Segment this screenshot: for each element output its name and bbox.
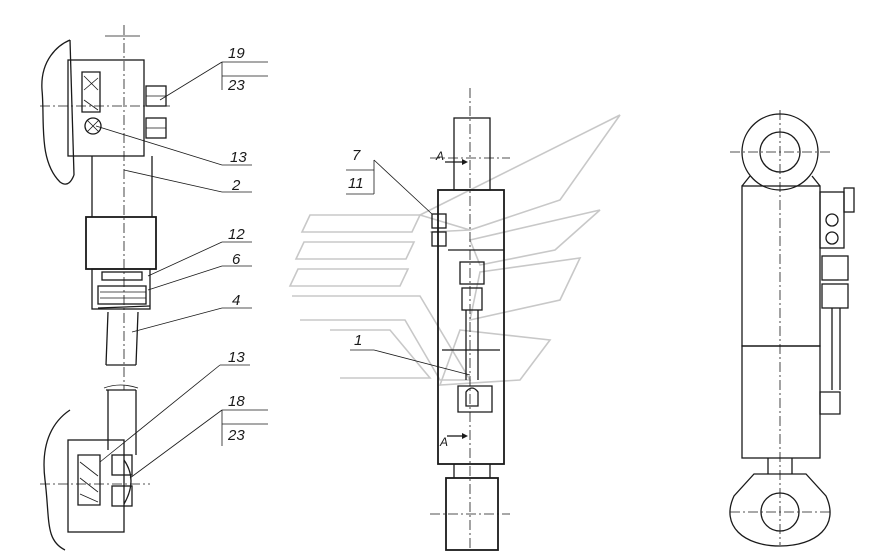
callout-2: 2 — [231, 177, 241, 194]
middle-view — [430, 88, 510, 551]
lower-cylinder — [741, 345, 821, 459]
left-leaders — [95, 61, 268, 479]
watermark-logo-icon — [288, 114, 621, 386]
right-view — [729, 110, 855, 547]
middle-leaders — [346, 159, 471, 376]
callout-12: 12 — [228, 226, 245, 243]
callout-4: 4 — [232, 292, 240, 309]
top-eye — [741, 113, 819, 191]
callout-6: 6 — [232, 251, 241, 268]
section-mark-a-top: A — [435, 149, 444, 163]
section-mark-a-bottom: A — [439, 435, 448, 449]
callout-23-bottom: 23 — [227, 427, 245, 444]
callout-13-upper: 13 — [230, 149, 247, 166]
bottom-eye — [729, 473, 831, 547]
callout-11: 11 — [348, 175, 364, 192]
callout-18: 18 — [228, 393, 245, 410]
callout-19: 19 — [228, 45, 245, 62]
callout-23-top: 23 — [227, 77, 245, 94]
cylinder-body — [741, 185, 821, 347]
left-view — [40, 25, 170, 551]
callout-1: 1 — [354, 332, 362, 349]
callout-7: 7 — [352, 147, 361, 164]
middle-housing — [437, 189, 505, 465]
break-line-top — [41, 39, 75, 185]
callout-13-lower: 13 — [228, 349, 245, 366]
break-line-bottom — [43, 409, 71, 551]
top-clevis — [67, 59, 145, 157]
